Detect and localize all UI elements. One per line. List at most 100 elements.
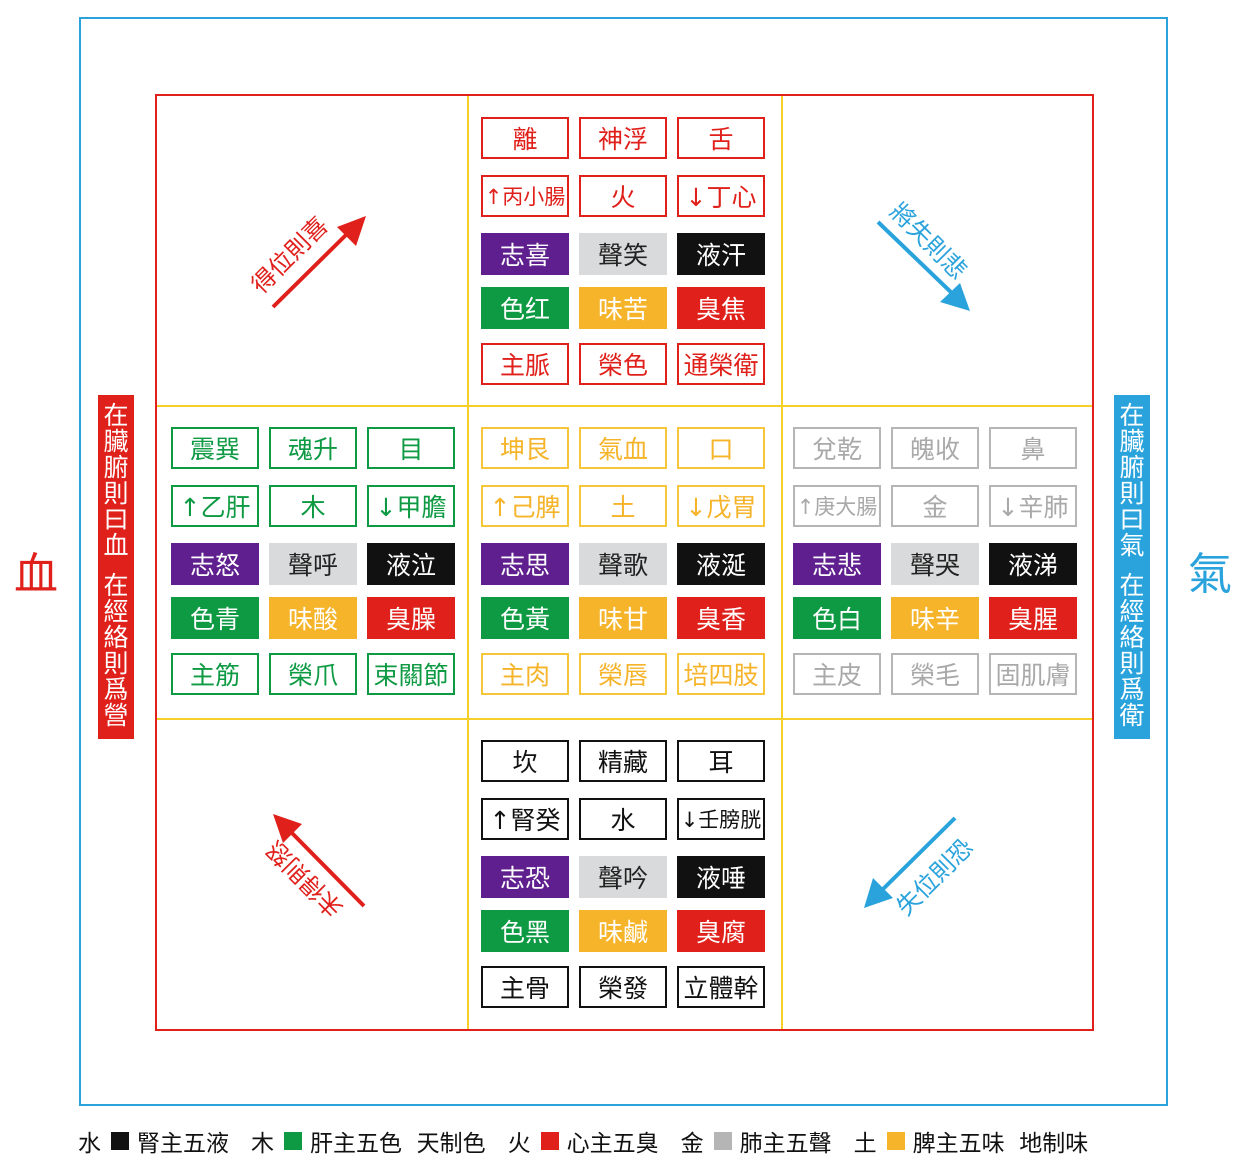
cell-bottom-r4-c1: 榮發 [579,966,667,1008]
cell-center-r1-c1: 土 [579,485,667,527]
cell-right-r4-c1: 榮毛 [891,653,979,695]
cell-center-r4-c1: 榮唇 [579,653,667,695]
cell-right-r1-c1: 金 [891,485,979,527]
bar-char: 曰 [103,505,129,534]
cell-right-r0-c0: 兌乾 [793,427,881,469]
arrow-bottom-right [864,816,957,908]
bar-char: 則 [103,479,129,508]
cell-bottom-r4-c2: 立體幹 [677,966,765,1008]
cell-top-r1-c1: 火 [579,175,667,217]
cell-top-r2-c1: 聲笑 [579,233,667,275]
cell-left-r0-c2: 目 [367,427,455,469]
cell-left-r0-c0: 震巽 [171,427,259,469]
cell-bottom-r1-c1: 水 [579,798,667,840]
cell-bottom-r3-c1: 味鹹 [579,910,667,952]
cell-center-r0-c2: 口 [677,427,765,469]
cell-top-r3-c0: 色红 [481,287,569,329]
grid-line-h1 [157,405,1092,407]
legend-element: 木 [251,1131,274,1157]
grid-line-h2 [157,718,1092,720]
bar-char: 營 [103,701,129,730]
cell-center-r1-c0: ↑己脾 [481,485,569,527]
cell-center-r2-c0: 志思 [481,543,569,585]
cell-right-r0-c2: 鼻 [989,427,1077,469]
cell-left-r2-c2: 液泣 [367,543,455,585]
blood-glyph: 血 [14,549,58,600]
cell-bottom-r2-c2: 液唾 [677,856,765,898]
cell-top-r3-c1: 味苦 [579,287,667,329]
cell-top-r1-c2: ↓丁心 [677,175,765,217]
cell-bottom-r0-c0: 坎 [481,740,569,782]
cell-bottom-r1-c0: ↑腎癸 [481,798,569,840]
inner-frame [155,94,1094,1031]
cell-center-r0-c1: 氣血 [579,427,667,469]
bar-char: 則 [103,649,129,678]
cell-right-r4-c0: 主皮 [793,653,881,695]
cell-top-r4-c2: 通榮衛 [677,343,765,385]
cell-left-r3-c2: 臭臊 [367,597,455,639]
cell-left-r1-c2: ↓甲膽 [367,485,455,527]
bar-char: 則 [1119,649,1145,678]
cell-bottom-r3-c2: 臭腐 [677,910,765,952]
bar-char: 氣 [1119,531,1145,560]
bar-char: 爲 [103,675,129,704]
cell-right-r2-c0: 志悲 [793,543,881,585]
grid-line-v2 [781,96,783,1029]
cell-bottom-r3-c0: 色黑 [481,910,569,952]
bar-char: 絡 [103,623,129,652]
cell-top-r1-c0: ↑丙小腸 [481,175,569,217]
cell-top-r0-c2: 舌 [677,117,765,159]
right-vertical-label: 在臟腑則曰氣在經絡則爲衛 [1114,395,1150,739]
legend-swatch [284,1132,302,1150]
cell-bottom-r0-c1: 精藏 [579,740,667,782]
cell-right-r3-c1: 味辛 [891,597,979,639]
bar-char: 腑 [1119,453,1145,482]
bar-char: 在 [103,571,129,600]
legend-text: 肺主五聲 [739,1131,832,1157]
cell-bottom-r1-c2: ↓壬膀胱 [677,798,765,840]
grid-line-v1 [467,96,469,1029]
cell-bottom-r2-c0: 志恐 [481,856,569,898]
legend-swatch [886,1132,905,1150]
bar-char: 經 [103,597,129,626]
legend-element: 火 [507,1131,531,1157]
cell-top-r0-c1: 神浮 [579,117,667,159]
legend-swatch [540,1132,559,1150]
cell-left-r4-c1: 榮爪 [269,653,357,695]
cell-top-r2-c2: 液汗 [677,233,765,275]
cell-bottom-r0-c2: 耳 [677,740,765,782]
cell-left-r1-c0: ↑乙肝 [171,485,259,527]
legend: 水腎主五液木肝主五色 天制色火心主五臭金肺主五聲土脾主五味 地制味 [78,1124,1088,1158]
legend-element: 金 [680,1131,704,1157]
arrow-top-right [876,220,970,311]
cell-left-r4-c0: 主筋 [171,653,259,695]
cell-top-r4-c1: 榮色 [579,343,667,385]
bar-char: 臟 [1119,427,1145,456]
bar-char: 衛 [1119,701,1145,730]
cell-center-r3-c2: 臭香 [677,597,765,639]
legend-element: 土 [853,1131,877,1157]
bar-char: 在 [103,401,129,430]
cell-bottom-r4-c0: 主骨 [481,966,569,1008]
bar-char: 血 [103,531,129,560]
cell-right-r3-c2: 臭腥 [989,597,1077,639]
cell-center-r1-c2: ↓戊胃 [677,485,765,527]
legend-text: 心主五臭 [566,1131,659,1157]
cell-center-r3-c0: 色黃 [481,597,569,639]
cell-top-r0-c0: 離 [481,117,569,159]
cell-left-r2-c1: 聲呼 [269,543,357,585]
qi-glyph: 氣 [1188,549,1232,600]
cell-left-r4-c2: 束關節 [367,653,455,695]
arrow-top-left [271,216,366,309]
cell-center-r4-c2: 培四肢 [677,653,765,695]
cell-center-r4-c0: 主肉 [481,653,569,695]
bar-char: 絡 [1119,623,1145,652]
legend-text: 腎主五液 [137,1131,229,1157]
bar-char: 經 [1119,597,1145,626]
cell-center-r2-c2: 液涎 [677,543,765,585]
cell-left-r3-c1: 味酸 [269,597,357,639]
legend-text: 脾主五味 地制味 [912,1131,1089,1157]
left-vertical-label: 在臟腑則曰血在經絡則爲營 [98,395,134,739]
cell-top-r3-c2: 臭焦 [677,287,765,329]
